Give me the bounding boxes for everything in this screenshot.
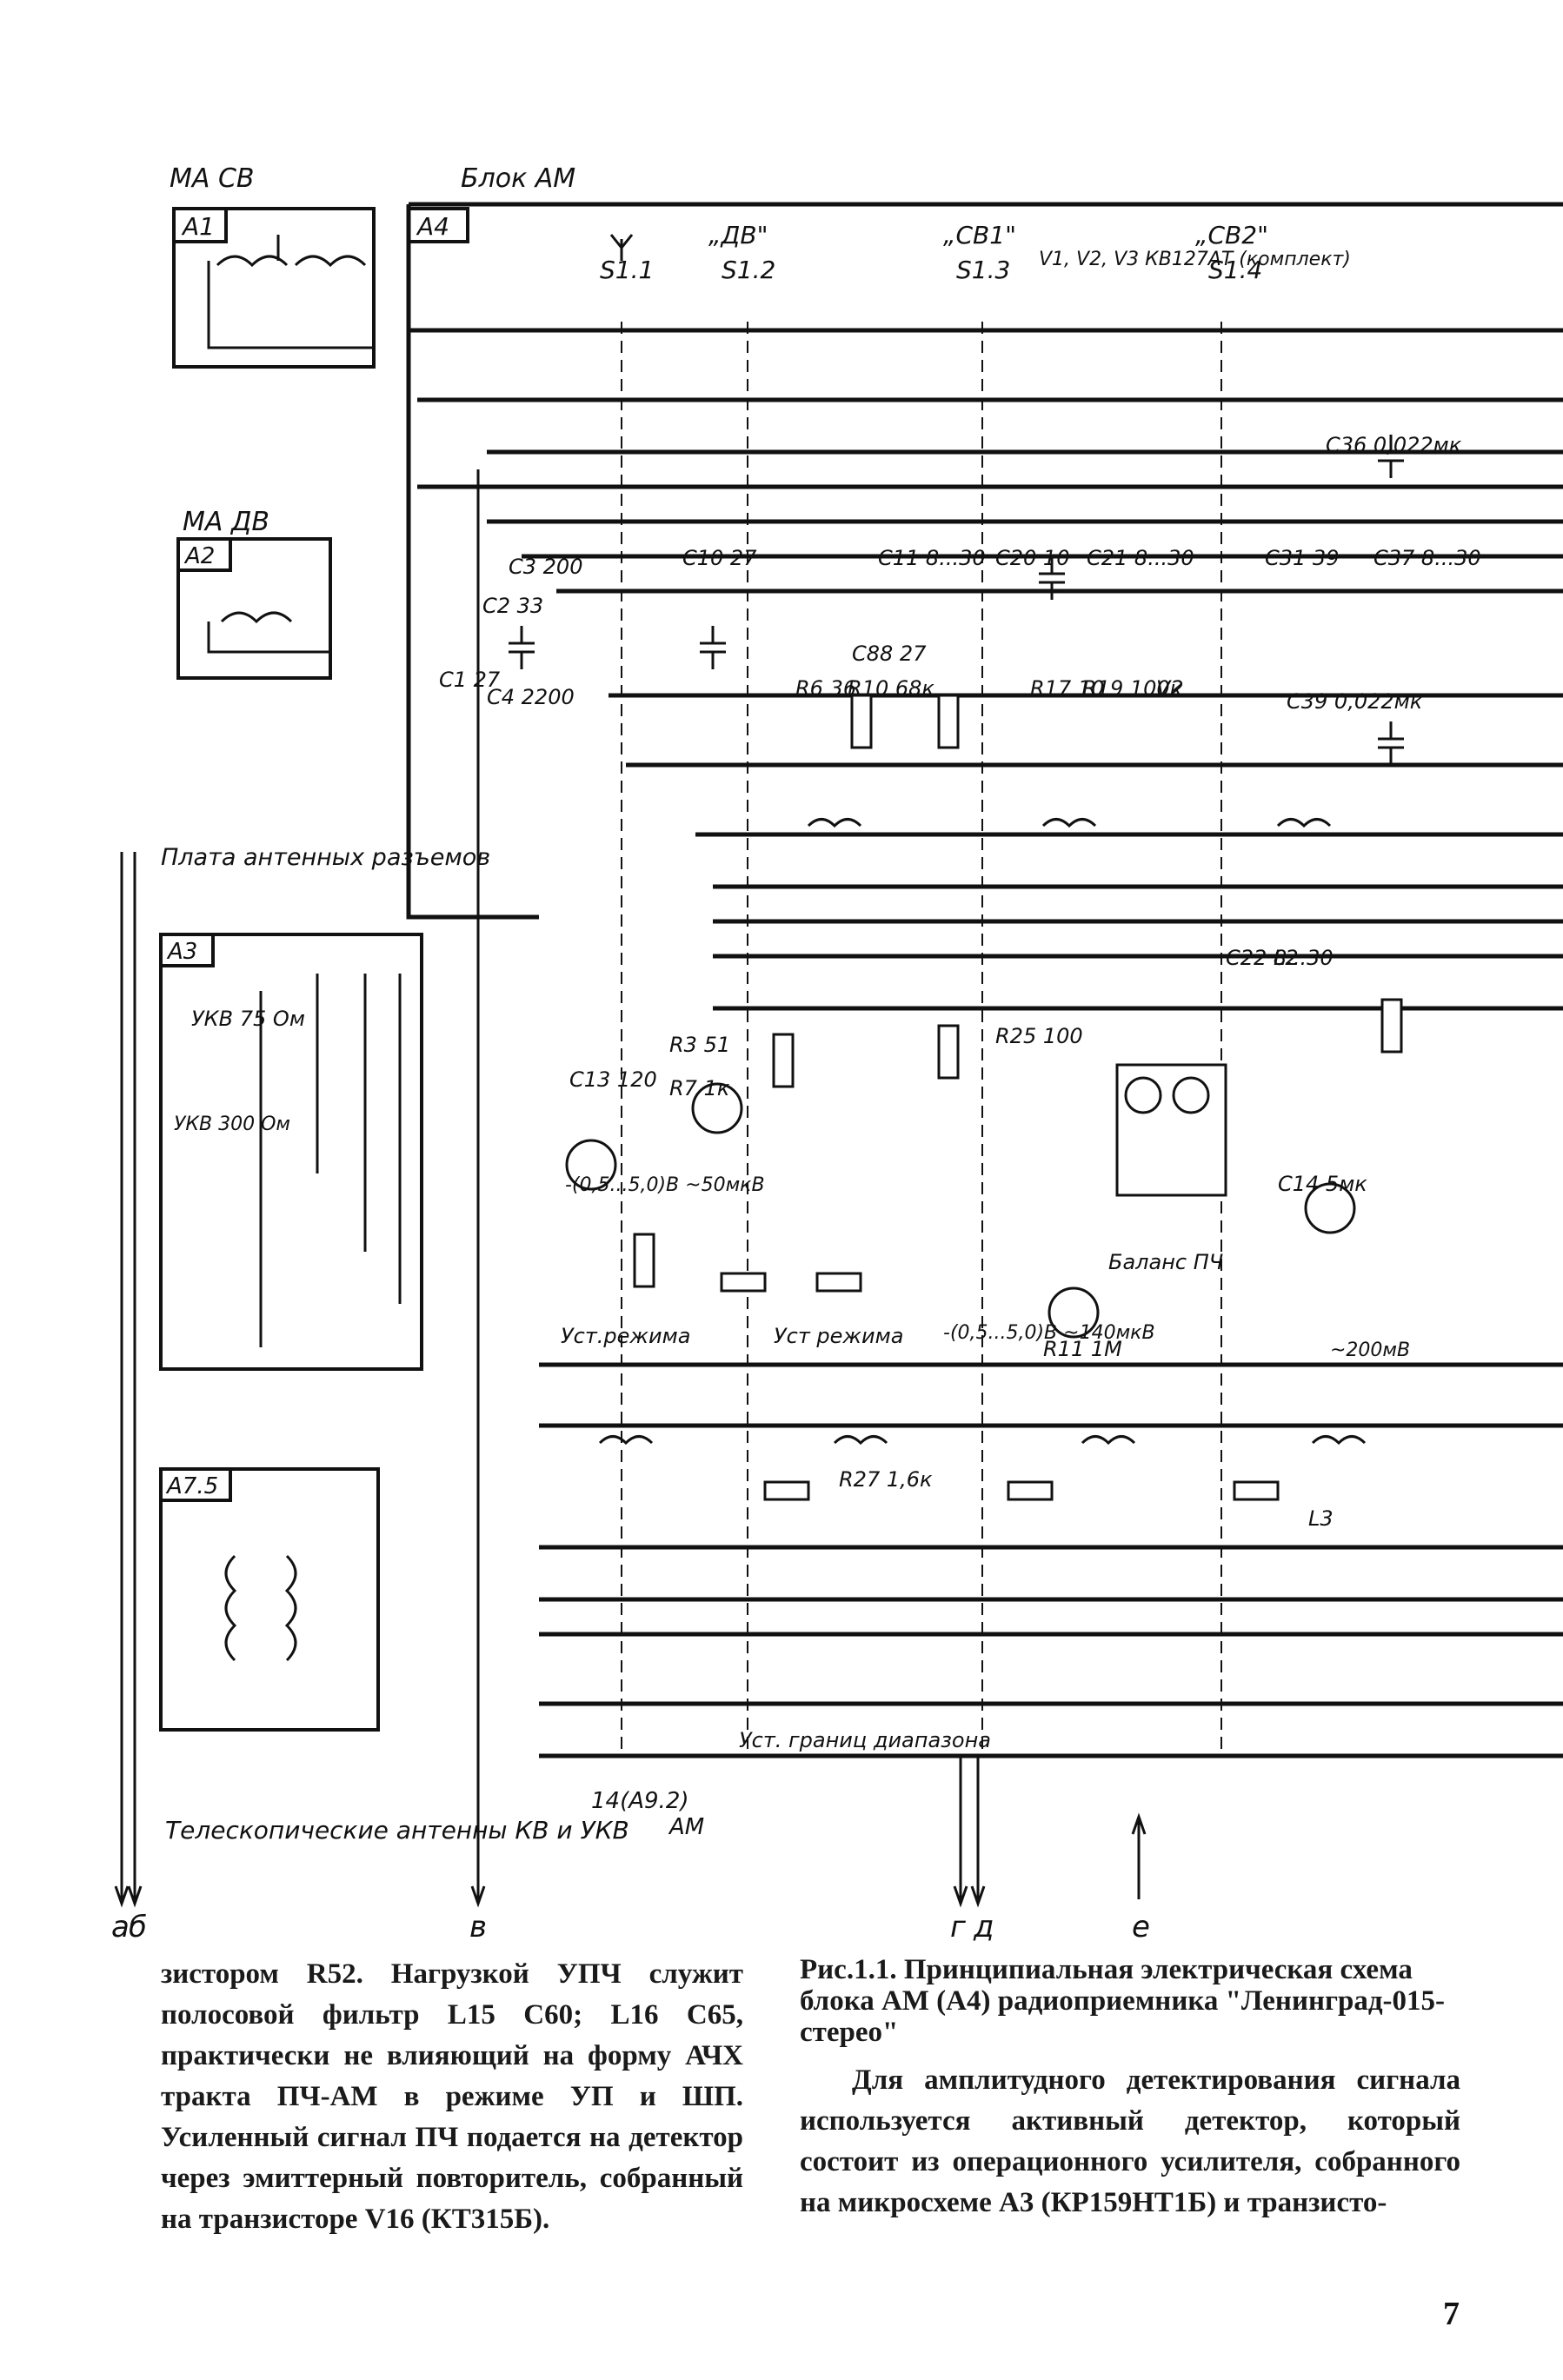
- comp-label-v11: C14 5мк: [1278, 1172, 1367, 1196]
- block-a1: [172, 207, 376, 369]
- inductor-l1-l2: [216, 255, 367, 268]
- bus-letter-e: е: [1132, 1910, 1150, 1945]
- annotation-ust-rezhima: Уст.режима: [561, 1324, 690, 1348]
- comp-label-a1: R25 100: [995, 1024, 1083, 1048]
- comp-label-c4: C4 2200: [487, 685, 575, 709]
- transistor-group: [565, 1082, 1356, 1339]
- comp-label-r25: L2: [1274, 946, 1299, 970]
- comp-label-c37: C37 8...30: [1373, 546, 1481, 570]
- block-a7-5: [159, 1467, 380, 1732]
- bus-lines: [409, 328, 1563, 1758]
- annotation-range-limits: Уст. границ диапазона: [739, 1728, 991, 1752]
- output-arrows: [114, 1812, 1147, 1908]
- varicap-note: V1, V2, V3 КВ127АТ (комплект): [1039, 249, 1351, 270]
- label-ma-dv: МА ДВ: [183, 507, 269, 537]
- annotation-balance: Баланс ПЧ: [1108, 1250, 1223, 1274]
- page-number: 7: [1443, 2296, 1460, 2332]
- switch-s1-1: S1.1: [600, 234, 654, 284]
- transformer-t2: [224, 1554, 297, 1662]
- comp-label-r19: R19 100к: [1082, 676, 1183, 701]
- block-a4-tag: [407, 207, 469, 243]
- annotation-a9-2: АМ: [668, 1814, 704, 1840]
- bus-letter-d: д: [973, 1910, 994, 1945]
- block-a3-wiring: [259, 974, 402, 1347]
- label-a7-5: А7.5: [165, 1473, 218, 1499]
- comp-label-r10: R10 68к: [848, 676, 934, 701]
- block-a2: [176, 537, 332, 680]
- switch-s1-2-ref: S1.2: [722, 256, 775, 284]
- comp-label-r20: C22 8...30: [1226, 946, 1334, 970]
- block-a1-wiring: [207, 235, 374, 349]
- comp-label-c10: C10 27: [682, 546, 757, 570]
- annotation-voltage-2: -(0,5...5,0)В ~140мкВ: [943, 1322, 1155, 1344]
- comp-label-c17: R27 1,6к: [839, 1467, 933, 1492]
- block-a3: [159, 933, 423, 1371]
- bus-letter-a: а: [111, 1910, 130, 1945]
- label-telescopic: Телескопические антенны КВ и УКВ: [165, 1816, 629, 1845]
- resistor-group: [633, 694, 1403, 1501]
- comp-label-c39: C39 0,022мк: [1287, 689, 1423, 714]
- switch-s1-2: „ДВ" S1.2: [708, 221, 775, 284]
- comp-label-c20: C20 10: [995, 546, 1069, 570]
- block-a3-tag: [159, 933, 215, 967]
- comp-label-c5: C13 120: [569, 1067, 657, 1092]
- annotation-ukv-75: УКВ 300 Ом: [174, 1114, 290, 1135]
- switch-s1-1-ref: S1.1: [600, 256, 654, 284]
- annotation-voltage-1: -(0,5...5,0)В ~50мкВ: [565, 1174, 765, 1196]
- comp-label-r17: R17 10: [1030, 676, 1104, 701]
- annotation-minus-27v: 14(А9.2): [591, 1788, 689, 1814]
- comp-label-v2: V2: [1156, 676, 1184, 701]
- block-a2-coil: [207, 611, 330, 654]
- comp-label-c1: C1 27: [439, 668, 501, 692]
- vertical-leads: [120, 469, 1141, 1899]
- switch-s1-2-name: „ДВ": [708, 221, 768, 249]
- comp-label-v9: R3 51: [669, 1033, 730, 1057]
- comp-label-r6: R6 36: [795, 676, 856, 701]
- switch-s1-4-ref: S1.4: [1208, 256, 1262, 284]
- bus-letter-g: г: [950, 1910, 967, 1945]
- comp-label-v10: R11 1М: [1043, 1337, 1122, 1361]
- comp-label-c21: C21 8...30: [1087, 546, 1194, 570]
- label-a1: А1: [181, 212, 215, 241]
- block-a4-frame: [406, 202, 1563, 920]
- body-text-right: Для амплитудного детектирования сигнала …: [800, 2064, 1460, 2218]
- block-a1-tag: [172, 207, 228, 243]
- annotation-ust-rezhima-2: Уст режима: [774, 1324, 903, 1348]
- comp-label-c88: C88 27: [852, 642, 927, 666]
- body-text-left: зистором R52. Нагрузкой УПЧ служит полос…: [161, 1958, 743, 2235]
- label-a2: А2: [183, 543, 215, 569]
- label-a3: А3: [166, 939, 197, 965]
- circuit-schematic: МА СВ Блок АМ А4 А1 МА ДВ А2 Плата антен…: [111, 163, 1563, 1945]
- label-a4: А4: [416, 212, 449, 241]
- opamp-a1: [1115, 1063, 1227, 1197]
- annotation-am: УКВ 75 Ом: [191, 1007, 305, 1031]
- annotation-200mv: ~200мВ: [1330, 1340, 1410, 1361]
- comp-label-c3: C3 200: [509, 555, 582, 579]
- comp-label-c31: C31 39: [1265, 546, 1339, 570]
- figure-caption: Рис.1.1. Принципиальная электрическая сх…: [800, 1954, 1445, 2048]
- block-a7-5-tag: [159, 1467, 232, 1502]
- switch-s1-3-ref: S1.3: [956, 256, 1010, 284]
- comp-label-c2: C2 33: [482, 594, 543, 618]
- comp-label-c11: C11 8...30: [878, 546, 986, 570]
- comp-label-c33: L3: [1308, 1506, 1334, 1531]
- switch-s1-3: „СВ1" S1.3: [943, 221, 1016, 284]
- antenna-icon: [609, 234, 634, 261]
- block-a2-tag: [176, 537, 232, 572]
- label-antenna-board: Плата антенных разъемов: [161, 844, 490, 871]
- switch-s1-3-name: „СВ1": [943, 221, 1016, 249]
- label-block-am: Блок АМ: [461, 163, 575, 194]
- inductor-group: [598, 818, 1367, 1446]
- comp-label-c36: C36 0,022мк: [1326, 433, 1462, 457]
- switch-s1-4-name: „СВ2": [1195, 221, 1268, 249]
- comp-label-v8: R7 1к: [669, 1076, 730, 1100]
- switch-s1-4: „СВ2" S1.4: [1195, 221, 1268, 284]
- label-ma-sv: МА СВ: [170, 163, 254, 194]
- capacitor-group: [509, 435, 1404, 765]
- bus-letter-v: в: [469, 1910, 487, 1945]
- bus-letter-b: б: [129, 1910, 147, 1945]
